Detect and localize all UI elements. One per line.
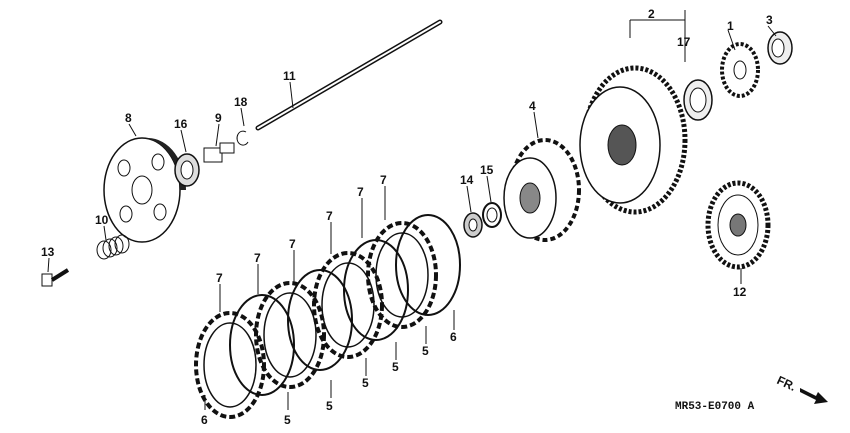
spring bbox=[96, 234, 130, 260]
diagram-code: MR53-E0700 A bbox=[675, 401, 755, 413]
leader-lines bbox=[47, 10, 777, 410]
label-part-1: 1 bbox=[727, 19, 734, 33]
label-part-5-2: 5 bbox=[326, 399, 333, 413]
clutch-center bbox=[503, 138, 581, 242]
lock-nut bbox=[463, 212, 483, 238]
label-part-9: 9 bbox=[215, 111, 222, 125]
label-part-6-right: 6 bbox=[450, 330, 457, 344]
arrow-right-icon bbox=[800, 388, 828, 404]
pressure-plate bbox=[103, 137, 186, 243]
label-part-7-1: 7 bbox=[216, 271, 223, 285]
primary-drive-gear bbox=[705, 180, 771, 270]
label-part-8: 8 bbox=[125, 111, 132, 125]
clutch-outer bbox=[579, 65, 688, 215]
bearing bbox=[174, 153, 200, 187]
label-part-2: 2 bbox=[648, 7, 655, 21]
label-part-12: 12 bbox=[733, 285, 747, 299]
label-part-11: 11 bbox=[283, 69, 296, 83]
label-part-13: 13 bbox=[41, 245, 55, 259]
front-direction-label: FR. bbox=[775, 373, 798, 394]
washer bbox=[482, 202, 502, 228]
label-part-17: 17 bbox=[677, 35, 691, 49]
push-rod bbox=[255, 19, 443, 131]
label-part-5-3: 5 bbox=[362, 376, 369, 390]
label-part-5-4: 5 bbox=[392, 360, 399, 374]
label-part-7-2: 7 bbox=[254, 251, 261, 265]
label-part-7-6: 7 bbox=[380, 173, 387, 187]
label-part-7-5: 7 bbox=[357, 185, 364, 199]
label-part-15: 15 bbox=[480, 163, 494, 177]
collar bbox=[767, 31, 793, 65]
label-part-14: 14 bbox=[460, 173, 474, 187]
clutch-plate-stack bbox=[194, 214, 461, 419]
label-part-18: 18 bbox=[234, 95, 248, 109]
label-part-5-1: 5 bbox=[284, 413, 291, 427]
bolt bbox=[41, 268, 70, 287]
lifter-piece bbox=[203, 142, 235, 163]
label-part-5-5: 5 bbox=[422, 344, 429, 358]
label-part-10: 10 bbox=[95, 213, 109, 227]
label-part-7-3: 7 bbox=[289, 237, 296, 251]
needle-bearing bbox=[683, 79, 713, 121]
label-part-6-bottom: 6 bbox=[201, 413, 208, 427]
front-direction-indicator: FR. bbox=[775, 373, 828, 404]
label-part-4: 4 bbox=[529, 99, 536, 113]
oil-pump-sprocket bbox=[720, 42, 760, 98]
label-part-3: 3 bbox=[766, 13, 773, 27]
label-part-7-4: 7 bbox=[326, 209, 333, 223]
label-part-16: 16 bbox=[174, 117, 188, 131]
circlip bbox=[236, 130, 249, 146]
